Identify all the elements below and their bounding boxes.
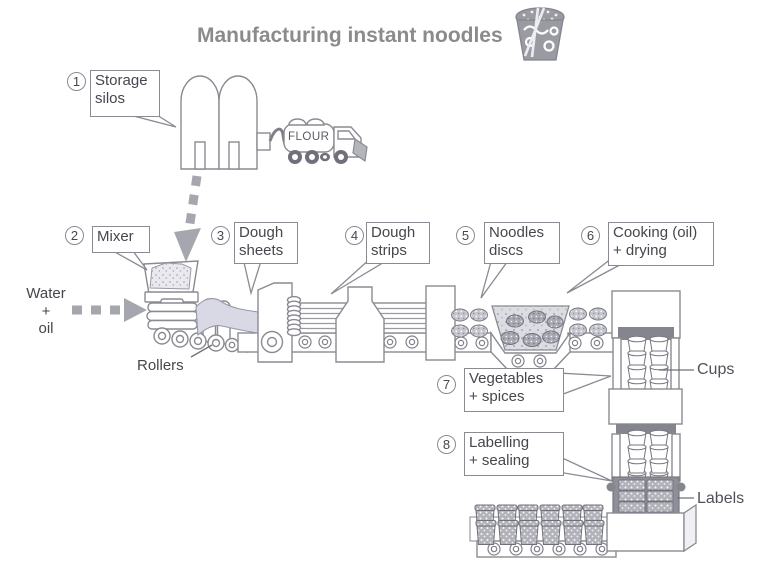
flour-label: FLOUR — [288, 131, 330, 143]
strip-cutter-machine — [335, 286, 385, 363]
machine-base — [606, 503, 697, 553]
step-number-3: 3 — [211, 226, 230, 245]
belt-wheels — [298, 335, 604, 368]
sealing-machine — [608, 388, 683, 486]
step-number-1: 1 — [67, 72, 86, 91]
noodle-cup-icon — [515, 7, 565, 61]
conveyor-belt — [195, 282, 617, 372]
callout-cooking-drying: Cooking (oil) + drying — [608, 222, 714, 266]
step-number-5: 5 — [456, 226, 475, 245]
sheet-press-machine — [257, 282, 293, 363]
step-number-7: 7 — [437, 375, 456, 394]
rollers-label: Rollers — [137, 357, 184, 374]
plus-label: + — [41, 303, 51, 320]
callout-storage-silos: Storage silos — [90, 70, 160, 117]
step-number-4: 4 — [345, 226, 364, 245]
flour-truck — [268, 118, 368, 164]
oil-label: oil — [38, 320, 54, 337]
storage-silos — [180, 75, 271, 170]
cup-filling-machine — [611, 290, 681, 394]
cup-stack — [627, 335, 669, 394]
labels-label: Labels — [697, 490, 745, 507]
sheet-coil — [286, 295, 302, 337]
step-number-8: 8 — [437, 435, 456, 454]
flour-flow-arrow — [174, 175, 202, 262]
step-number-2: 2 — [65, 226, 84, 245]
labelling-station — [606, 476, 686, 514]
callout-noodles-discs: Noodles discs — [484, 222, 560, 264]
water-oil-arrow — [72, 298, 147, 322]
noodle-discs — [451, 307, 607, 338]
callout-dough-sheets: Dough sheets — [234, 222, 298, 264]
disc-cutter-machine — [425, 285, 456, 361]
cups-label: Cups — [697, 361, 735, 378]
water-label: Water — [26, 285, 66, 302]
rollers-pointer-line — [190, 344, 213, 358]
callout-dough-strips: Dough strips — [366, 222, 430, 264]
output-conveyor — [469, 504, 617, 558]
callout-labelling-sealing: Labelling + sealing — [464, 432, 564, 476]
step-number-6: 6 — [581, 226, 600, 245]
callout-mixer: Mixer — [92, 226, 150, 253]
page-title: Manufacturing instant noodles — [197, 24, 503, 47]
oil-bath — [491, 305, 570, 351]
callout-vegetables-spices: Vegetables + spices — [464, 368, 564, 412]
